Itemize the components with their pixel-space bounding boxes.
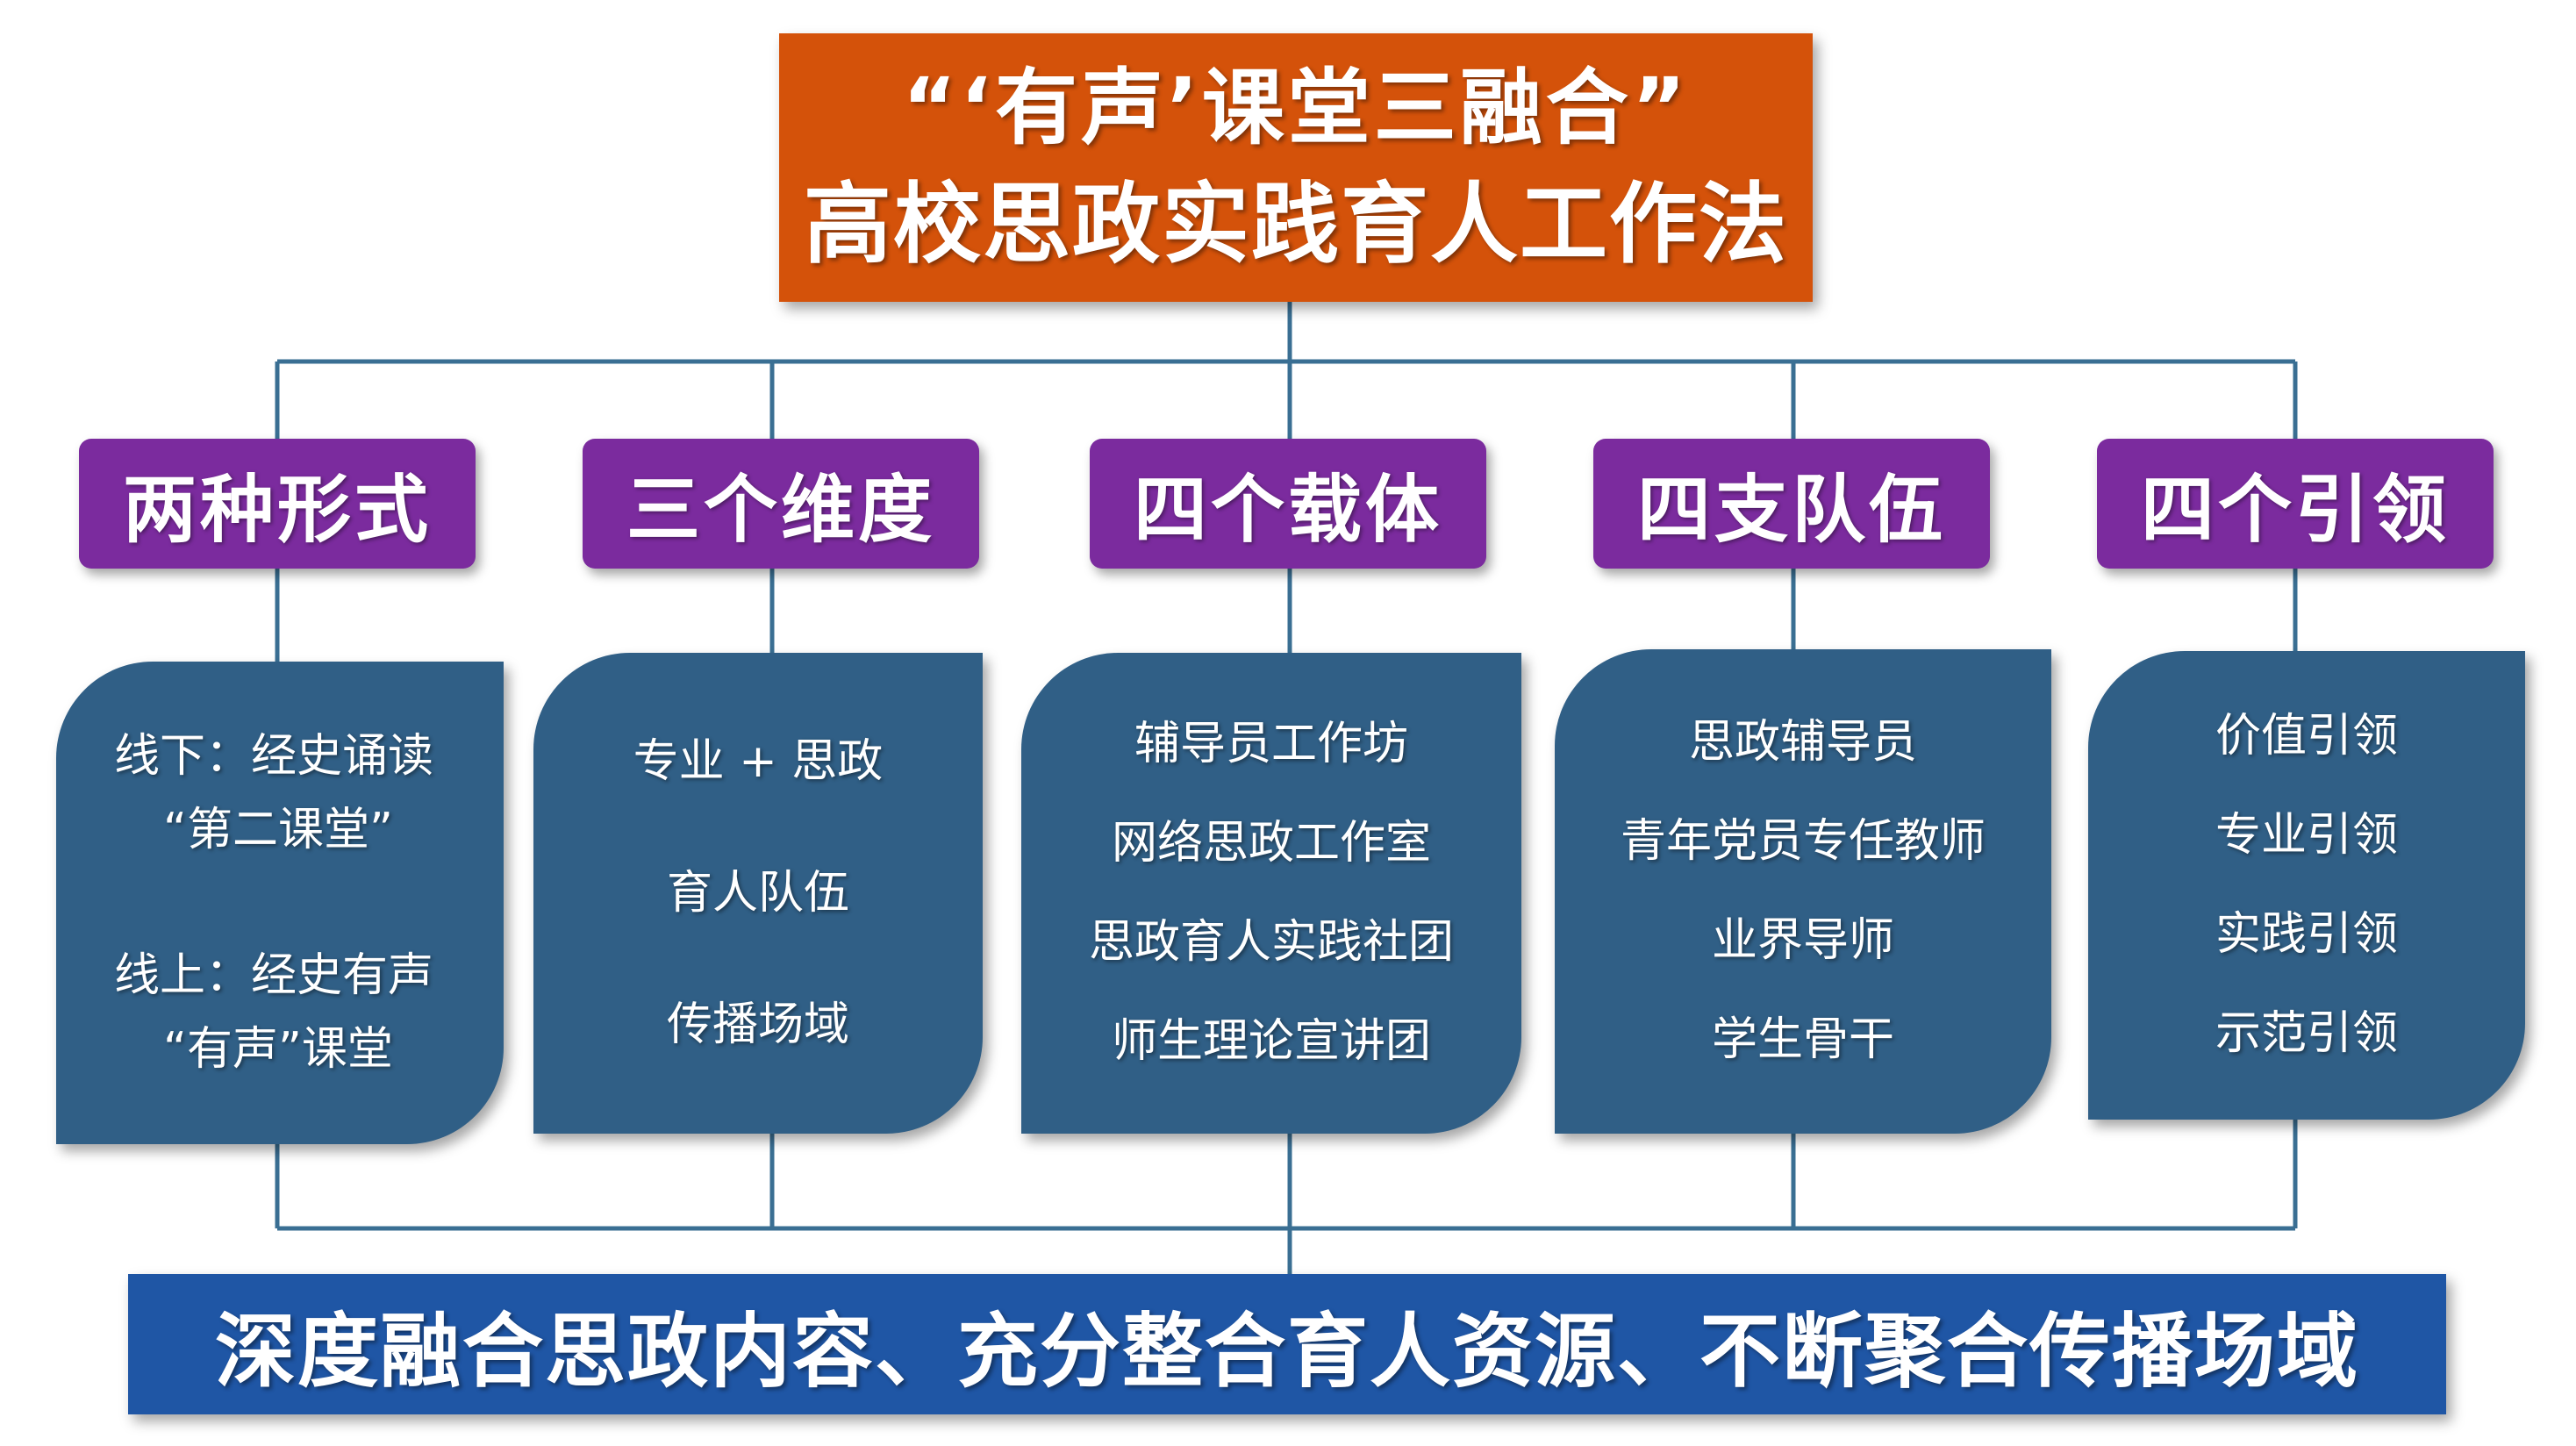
detail-item: 传播场域: [666, 999, 849, 1051]
detail-item: 示范引领: [2215, 1007, 2398, 1060]
detail-box-1: 专业 + 思政 育人队伍 传播场域: [533, 653, 983, 1134]
category-box-0: 两种形式: [79, 439, 476, 569]
category-box-1: 三个维度: [583, 439, 979, 569]
detail-item: 青年党员专任教师: [1620, 815, 1986, 868]
title-line1: “‘有声’课堂三融合”: [902, 61, 1690, 156]
title-box: “‘有声’课堂三融合” 高校思政实践育人工作法: [779, 33, 1813, 302]
category-box-2: 四个载体: [1090, 439, 1486, 569]
detail-box-2: 辅导员工作坊 网络思政工作室 思政育人实践社团 师生理论宣讲团: [1021, 653, 1521, 1134]
category-box-3: 四支队伍: [1593, 439, 1990, 569]
detail-item: 辅导员工作坊: [1134, 718, 1408, 770]
detail-item: 思政辅导员: [1688, 716, 1917, 769]
detail-item: “有声”课堂: [163, 1023, 393, 1076]
category-box-4: 四个引领: [2097, 439, 2494, 569]
title-line2: 高校思政实践育人工作法: [804, 173, 1788, 276]
detail-item: 专业引领: [2215, 809, 2398, 862]
detail-item: 专业 + 思政: [633, 735, 884, 788]
detail-item: “第二课堂”: [163, 804, 393, 856]
footer-summary: 深度融合思政内容、充分整合育人资源、不断聚合传播场域: [128, 1274, 2446, 1414]
detail-item: 学生骨干: [1711, 1013, 1894, 1066]
detail-item: 网络思政工作室: [1111, 817, 1431, 870]
detail-item: 思政育人实践社团: [1088, 916, 1454, 969]
detail-box-0: 线下：经史诵读 “第二课堂” 线上：经史有声 “有声”课堂: [56, 662, 504, 1144]
detail-item: 线上：经史有声: [114, 949, 434, 1002]
detail-box-3: 思政辅导员 青年党员专任教师 业界导师 学生骨干: [1555, 649, 2051, 1134]
detail-item: 线下：经史诵读: [114, 730, 434, 783]
detail-item: 价值引领: [2215, 710, 2398, 762]
detail-item: 实践引领: [2215, 908, 2398, 961]
detail-item: 业界导师: [1711, 914, 1894, 967]
detail-box-4: 价值引领 专业引领 实践引领 示范引领: [2088, 651, 2525, 1120]
detail-item: 师生理论宣讲团: [1111, 1015, 1431, 1068]
detail-item: 育人队伍: [666, 867, 849, 920]
